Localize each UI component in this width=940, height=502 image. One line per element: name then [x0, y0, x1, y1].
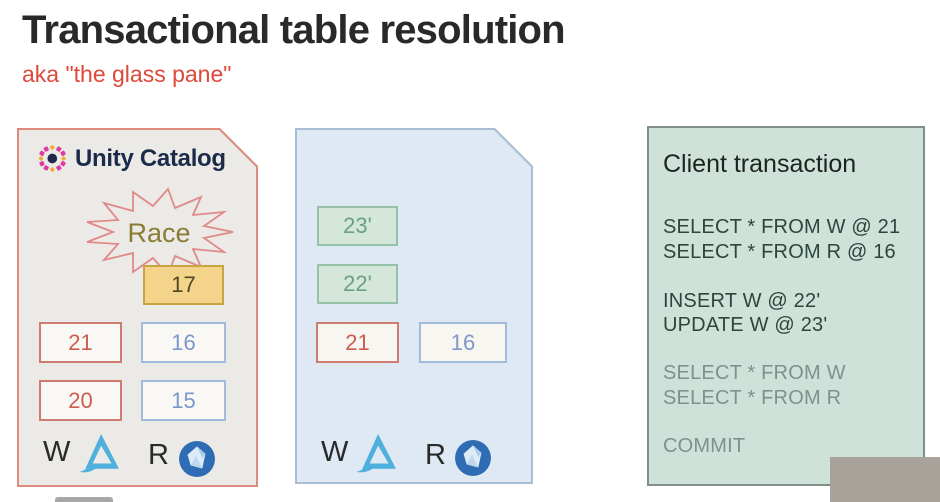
- sql-pending-select-r: SELECT * FROM R: [663, 387, 842, 409]
- sql-select-r-16: SELECT * FROM R @ 16: [663, 241, 896, 263]
- sql-select-w-21: SELECT * FROM W @ 21: [663, 216, 901, 238]
- bottom-edge-artifact: [55, 497, 113, 502]
- version-box-r-16: 16: [141, 322, 226, 363]
- client-transaction-title: Client transaction: [663, 150, 857, 178]
- iceberg-icon: [455, 440, 491, 476]
- write-table-label: W: [321, 436, 349, 468]
- unity-catalog-panel: Unity Catalog Race 17 21 16 20 15 W R: [17, 128, 258, 487]
- page-subtitle: aka "the glass pane": [22, 61, 232, 87]
- unity-panel-background: [19, 130, 256, 485]
- version-box-w-21: 21: [316, 322, 399, 363]
- staging-panel-background: [297, 130, 531, 482]
- read-table-label: R: [425, 439, 446, 471]
- version-box-conflict-17: 17: [143, 265, 224, 305]
- race-label: Race: [127, 218, 191, 248]
- delta-lake-icon: [79, 434, 119, 473]
- version-box-r-15: 15: [141, 380, 226, 421]
- gray-overlay-box: [830, 457, 940, 502]
- page-title: Transactional table resolution: [22, 8, 566, 52]
- sql-commit: COMMIT: [663, 435, 746, 457]
- client-transaction-panel: Client transaction SELECT * FROM W @ 21 …: [647, 126, 925, 486]
- staging-panel: 23' 22' 21 16 W R: [295, 128, 533, 484]
- unity-catalog-logo: Unity Catalog: [37, 143, 226, 174]
- version-box-staged-23: 23': [317, 206, 398, 246]
- sql-pending-select-w: SELECT * FROM W: [663, 362, 846, 384]
- unity-catalog-logo-text: Unity Catalog: [75, 144, 226, 172]
- race-starburst-icon: [86, 187, 234, 277]
- delta-lake-icon: [356, 434, 396, 473]
- sql-update-w: UPDATE W @ 23': [663, 314, 828, 336]
- sql-insert-w: INSERT W @ 22': [663, 290, 821, 312]
- unity-catalog-icon: [38, 145, 66, 172]
- write-table-label: W: [43, 436, 71, 468]
- version-box-w-21: 21: [39, 322, 122, 363]
- version-box-r-16: 16: [419, 322, 507, 363]
- read-table-label: R: [148, 439, 169, 471]
- version-box-w-20: 20: [39, 380, 122, 421]
- version-box-staged-22: 22': [317, 264, 398, 304]
- iceberg-icon: [179, 441, 215, 477]
